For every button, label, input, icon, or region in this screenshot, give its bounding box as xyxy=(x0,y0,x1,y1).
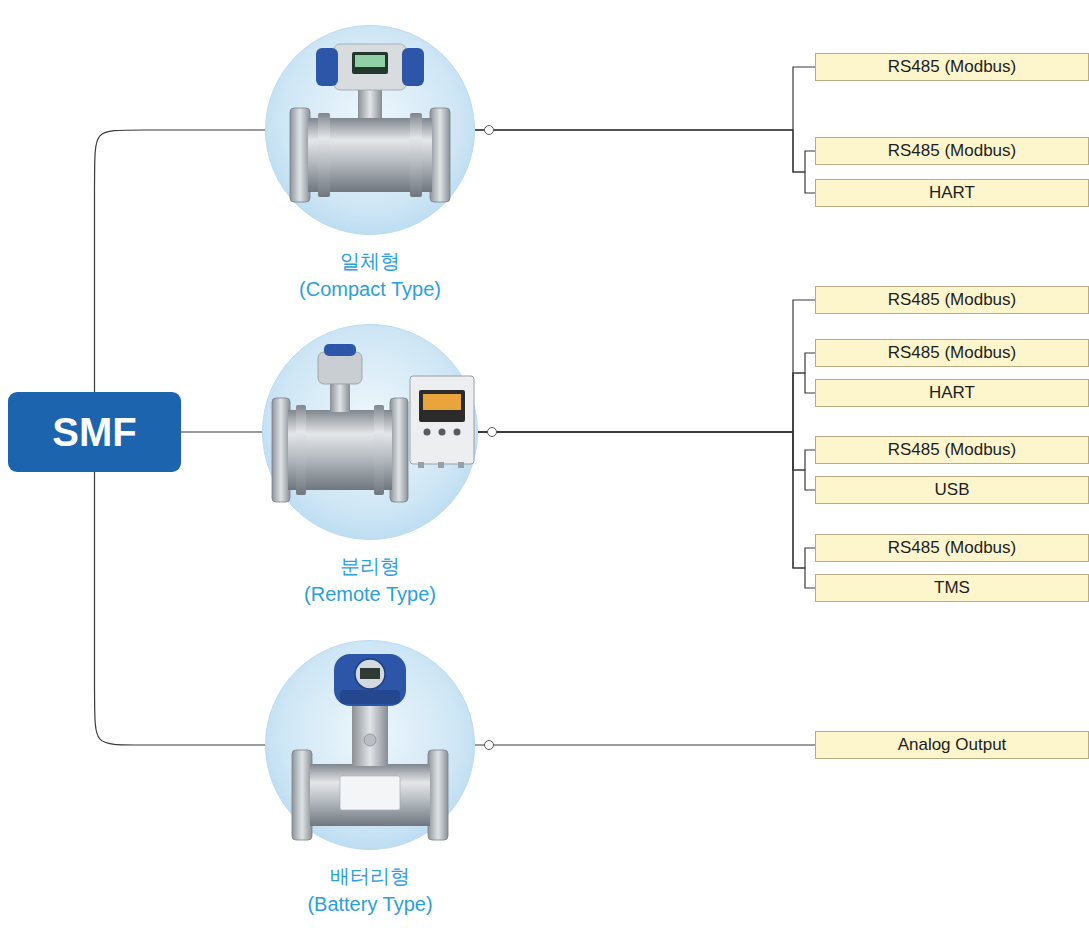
circle-shape xyxy=(262,324,478,540)
remote-flowmeter-part xyxy=(318,352,362,384)
remote-flowmeter-part xyxy=(439,429,446,436)
battery-flowmeter-part xyxy=(292,750,312,840)
compact-flowmeter-part xyxy=(430,108,450,202)
interface-label: RS485 (Modbus) xyxy=(888,440,1017,460)
battery-flowmeter-part xyxy=(364,734,376,746)
interface-tag: RS485 (Modbus) xyxy=(815,286,1089,314)
remote-flowmeter-part xyxy=(330,380,350,412)
interface-label: Analog Output xyxy=(898,735,1007,755)
interface-tag: RS485 (Modbus) xyxy=(815,137,1089,165)
caption-line: 배터리형 xyxy=(225,862,515,890)
circle-shape xyxy=(265,640,475,850)
battery-flowmeter-part xyxy=(360,668,380,679)
caption-holder: 분리형 (Remote Type) xyxy=(222,552,518,608)
remote-flowmeter-part xyxy=(410,376,474,464)
battery-flowmeter-part xyxy=(355,659,385,689)
connector-line xyxy=(95,472,266,745)
interface-label: RS485 (Modbus) xyxy=(888,343,1017,363)
interface-label: HART xyxy=(929,383,975,403)
compact-flowmeter-part xyxy=(334,44,406,90)
compact-flowmeter-part xyxy=(402,48,424,86)
caption-holder: 일체형 (Compact Type) xyxy=(225,247,515,303)
remote-flowmeter-part xyxy=(424,429,431,436)
interface-label: RS485 (Modbus) xyxy=(888,141,1017,161)
junction-dot xyxy=(485,126,494,135)
connector-line xyxy=(478,373,815,432)
product-circle: 배터리형 (Battery Type) xyxy=(265,640,475,850)
connector-line xyxy=(478,432,815,588)
caption-line: (Battery Type) xyxy=(225,890,515,918)
interface-label: RS485 (Modbus) xyxy=(888,538,1017,558)
connector-line xyxy=(478,432,815,490)
circle-ground xyxy=(266,26,475,235)
remote-flowmeter-part xyxy=(438,462,444,468)
product-circle: 분리형 (Remote Type) xyxy=(262,324,478,540)
caption-text: 분리형 (Remote Type) xyxy=(222,552,518,608)
circle-shape xyxy=(265,25,475,235)
connector-line xyxy=(475,130,815,193)
interface-tag: RS485 (Modbus) xyxy=(815,53,1089,81)
root-label: SMF xyxy=(52,410,136,455)
connector-line xyxy=(95,130,266,392)
battery-flowmeter-part xyxy=(340,690,400,704)
compact-flowmeter-part xyxy=(290,108,310,202)
caption-text: 일체형 (Compact Type) xyxy=(225,247,515,303)
connector-line xyxy=(475,744,815,745)
battery-flowmeter-part xyxy=(428,750,448,840)
caption-line: 분리형 xyxy=(222,552,518,580)
remote-flowmeter-part xyxy=(324,344,356,356)
interface-tag: HART xyxy=(815,379,1089,407)
connector-line xyxy=(475,130,815,172)
caption-line: 일체형 xyxy=(225,247,515,275)
interface-tag: RS485 (Modbus) xyxy=(815,534,1089,562)
battery-flowmeter-part xyxy=(340,776,400,810)
remote-flowmeter-part xyxy=(458,462,464,468)
connector-line xyxy=(478,432,815,568)
battery-flowmeter-part xyxy=(310,764,430,826)
circle-ground xyxy=(266,641,475,850)
interface-label: TMS xyxy=(934,578,970,598)
remote-flowmeter-part xyxy=(418,462,424,468)
connector-line xyxy=(478,432,815,470)
compact-flowmeter-part xyxy=(316,48,338,86)
junction-dot xyxy=(488,428,497,437)
interface-tag: TMS xyxy=(815,574,1089,602)
remote-flowmeter-part xyxy=(374,405,384,495)
compact-flowmeter-part xyxy=(358,86,382,118)
product-circle: 일체형 (Compact Type) xyxy=(265,25,475,235)
interface-label: RS485 (Modbus) xyxy=(888,57,1017,77)
interface-tag: HART xyxy=(815,179,1089,207)
connector-line xyxy=(478,353,815,432)
compact-flowmeter-part xyxy=(355,55,385,67)
caption-holder: 배터리형 (Battery Type) xyxy=(225,862,515,918)
junction-dot xyxy=(485,741,494,750)
remote-flowmeter-part xyxy=(454,429,461,436)
caption-line: (Compact Type) xyxy=(225,275,515,303)
battery-flowmeter-part xyxy=(334,654,406,706)
interface-label: HART xyxy=(929,183,975,203)
interface-tag: USB xyxy=(815,476,1089,504)
compact-flowmeter-part xyxy=(352,52,388,74)
connector-line xyxy=(478,300,815,432)
circle-ground xyxy=(263,325,478,540)
remote-flowmeter-part xyxy=(419,390,465,422)
interface-label: USB xyxy=(935,480,970,500)
remote-flowmeter-part xyxy=(296,405,306,495)
interface-tag: RS485 (Modbus) xyxy=(815,436,1089,464)
remote-flowmeter-part xyxy=(390,398,408,502)
connector-line xyxy=(475,67,815,130)
remote-flowmeter-part xyxy=(423,394,461,410)
compact-flowmeter-part xyxy=(318,113,330,197)
interface-tag: RS485 (Modbus) xyxy=(815,339,1089,367)
connector-line xyxy=(181,431,262,432)
caption-line: (Remote Type) xyxy=(222,580,518,608)
remote-flowmeter-part xyxy=(272,398,290,502)
battery-flowmeter-part xyxy=(352,700,388,766)
caption-text: 배터리형 (Battery Type) xyxy=(225,862,515,918)
compact-flowmeter-part xyxy=(410,113,422,197)
root-box: SMF xyxy=(8,392,181,472)
interface-tag: Analog Output xyxy=(815,731,1089,759)
interface-label: RS485 (Modbus) xyxy=(888,290,1017,310)
